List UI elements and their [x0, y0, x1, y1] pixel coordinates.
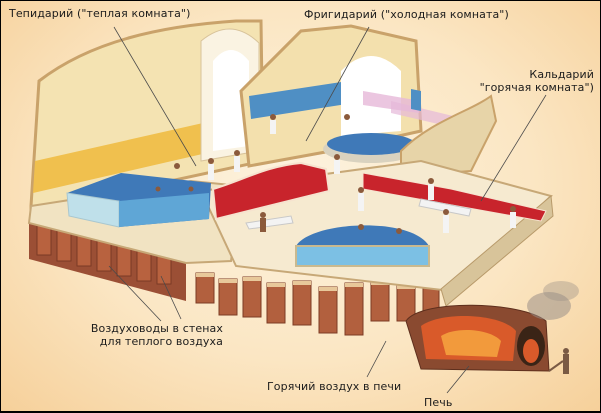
caldarium-pool [295, 225, 430, 267]
frigidarium-pool [323, 133, 419, 163]
hypocaust-pillars-center [195, 272, 440, 336]
label-hot-air: Горячий воздух в печи [267, 380, 402, 393]
bathers [155, 114, 516, 234]
label-wall-ducts-line2: для теплого воздуха [99, 335, 223, 348]
benches [245, 198, 472, 230]
label-caldarium: Кальдарий "горячая комната") [480, 68, 594, 94]
label-wall-ducts-line1: Воздуховоды в стенах [90, 322, 223, 335]
caldarium-back-wall [400, 94, 498, 178]
label-furnace: Печь [424, 396, 453, 409]
red-walls [211, 161, 547, 222]
leader-lines [108, 26, 547, 394]
label-caldarium-line1: Кальдарий [529, 68, 594, 81]
label-wall-ducts: Воздуховоды в стенах для теплого воздуха [81, 322, 223, 348]
tepidarium-pool [66, 173, 211, 228]
label-caldarium-line2: "горячая комната") [479, 81, 594, 94]
label-frigidarium: Фригидарий ("холодная комната") [304, 8, 509, 21]
furnace [405, 281, 579, 374]
label-tepidarium: Тепидарий ("теплая комната") [9, 7, 191, 20]
